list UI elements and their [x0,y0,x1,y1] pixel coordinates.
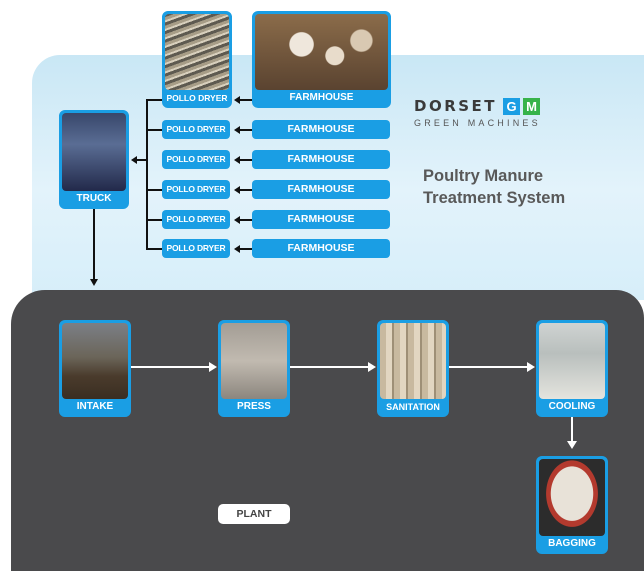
sanitation-photo-tile: SANITATION [377,320,449,417]
farmhouse-pill: FARMHOUSE [252,150,390,169]
truck-photo [62,113,126,191]
press-photo [221,323,287,399]
bagging-label: BAGGING [548,538,596,549]
logo-g-box: G [503,97,521,115]
arrow-to-plant [90,279,98,286]
cooling-to-bagging-line [571,417,573,442]
pollo-dryer-label: POLLO DRYER [166,93,228,103]
press-label: PRESS [237,401,271,412]
truck-label: TRUCK [76,193,112,204]
arrow-to-bagging [567,441,577,449]
top-row-arrow-line [240,99,252,101]
connector-line [146,189,162,191]
title-line-1: Poultry Manure [423,167,544,185]
logo-m-box: M [523,97,541,115]
diagram-title: Poultry Manure Treatment System [423,165,565,209]
farmhouse-pill: FARMHOUSE [252,210,390,229]
row-arrow-line [240,189,252,191]
intake-label: INTAKE [76,401,114,412]
row-arrow-line [240,159,252,161]
press-to-sanitation-line [290,366,369,368]
pollo-dryer-pill: POLLO DRYER [162,120,230,139]
pollo-dryer-pill: POLLO DRYER [162,150,230,169]
farmhouse-pill: FARMHOUSE [252,120,390,139]
collector-to-truck-line [137,159,147,161]
sanitation-to-cooling-line [449,366,528,368]
plant-label: PLANT [218,504,290,524]
farmhouse-photo-tile: FARMHOUSE [252,11,391,108]
row-arrow-line [240,129,252,131]
farmhouse-pill: FARMHOUSE [252,180,390,199]
dorset-gm-logo: DORSET G M GREEN MACHINES [414,97,541,128]
title-line-2: Treatment System [423,189,566,207]
cooling-photo [539,323,605,399]
arrow-to-press [209,362,217,372]
arrow-to-dryer [234,186,240,194]
intake-to-press-line [131,366,210,368]
connector-line [146,129,162,131]
farmhouse-photo [255,14,388,90]
truck-to-plant-line [93,209,95,281]
cooling-label: COOLING [548,401,596,412]
arrow-to-dryer [234,216,240,224]
connector-line [146,248,162,250]
arrow-to-dryer [234,156,240,164]
row-arrow-line [240,219,252,221]
truck-photo-tile: TRUCK [59,110,129,209]
pollo-dryer-photo-tile: POLLO DRYER [162,11,232,108]
bagging-photo-tile: BAGGING [536,456,608,554]
intake-photo [62,323,128,399]
connector-top-dryer [146,99,162,101]
farmhouse-pill: FARMHOUSE [252,239,390,258]
arrow-to-dryer [234,245,240,253]
logo-wordmark: DORSET [414,97,498,115]
intake-photo-tile: INTAKE [59,320,131,417]
pollo-dryer-pill: POLLO DRYER [162,239,230,258]
arrow-to-truck [131,156,137,164]
bagging-photo [539,459,605,536]
farmhouse-label: FARMHOUSE [289,92,354,103]
collector-line [146,99,148,249]
cooling-photo-tile: COOLING [536,320,608,417]
pollo-dryer-pill: POLLO DRYER [162,180,230,199]
sanitation-photo [380,323,446,399]
sanitation-label: SANITATION [386,402,440,412]
press-photo-tile: PRESS [218,320,290,417]
pollo-dryer-photo [165,14,229,90]
arrow-to-sanitation [368,362,376,372]
arrow-to-cooling [527,362,535,372]
connector-line [146,219,162,221]
pollo-dryer-pill: POLLO DRYER [162,210,230,229]
arrow-to-dryer [234,126,240,134]
row-arrow-line [240,248,252,250]
logo-tagline: GREEN MACHINES [414,118,541,128]
arrow-to-top-dryer [234,96,240,104]
